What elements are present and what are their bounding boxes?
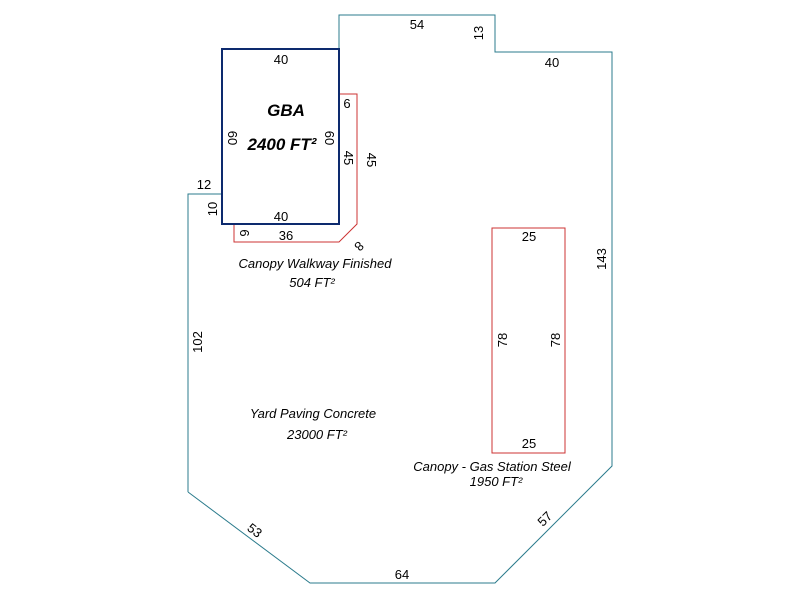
yard-left-dim: 102 (190, 331, 205, 353)
gba-bottom-dim: 40 (274, 209, 288, 224)
walkway-diag-dim: 8 (351, 238, 367, 254)
yard-bottom-dim: 64 (395, 567, 409, 582)
canopy-bottom-dim: 25 (522, 436, 536, 451)
yard-right-dim: 143 (594, 248, 609, 270)
yard-top-dim: 54 (410, 17, 424, 32)
canopy-right-dim: 78 (548, 333, 563, 347)
walkway-bottom-dim: 36 (279, 228, 293, 243)
gba-top-dim: 40 (274, 52, 288, 67)
canopy-top-dim: 25 (522, 229, 536, 244)
walkway-area: 504 FT² (289, 275, 335, 290)
yard-name: Yard Paving Concrete (250, 406, 376, 421)
gba-left-dim: 60 (225, 131, 240, 145)
yard-top-right-dim: 40 (545, 55, 559, 70)
walkway-name: Canopy Walkway Finished (239, 256, 393, 271)
canopy-area: 1950 FT² (470, 474, 523, 489)
gba-outline[interactable] (221, 48, 340, 225)
yard-left-short-dim: 10 (205, 202, 220, 216)
yard-paving-outline[interactable] (187, 14, 613, 584)
canopy-left-dim: 78 (495, 333, 510, 347)
canopy-name: Canopy - Gas Station Steel (413, 459, 572, 474)
gba-title: GBA (267, 101, 305, 120)
walkway-right-outer-dim: 45 (364, 153, 379, 167)
yard-diag-left-dim: 53 (244, 520, 265, 541)
walkway-top-dim: 6 (343, 96, 350, 111)
gba-area: 2400 FT² (247, 135, 318, 154)
yard-area: 23000 FT² (286, 427, 348, 442)
canopy-walkway-outline[interactable] (233, 93, 358, 243)
gas-canopy-outline[interactable] (491, 227, 566, 454)
walkway-right-inner-dim: 45 (341, 151, 356, 165)
yard-notch-dim: 13 (471, 26, 486, 40)
yard-left-top-dim: 12 (197, 177, 211, 192)
gba-right-dim: 60 (322, 131, 337, 145)
walkway-left-dim: 6 (237, 229, 252, 236)
